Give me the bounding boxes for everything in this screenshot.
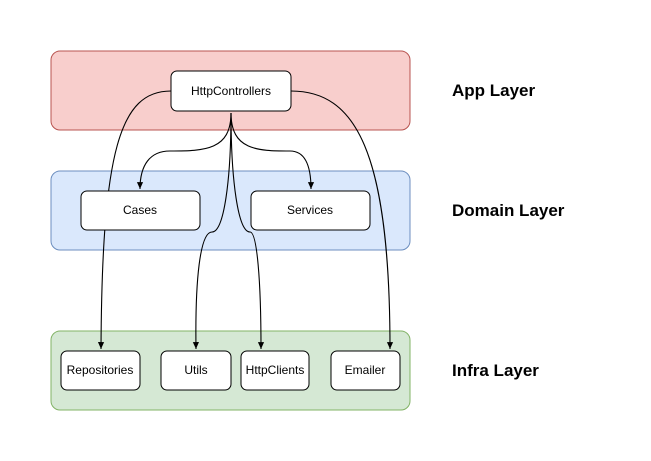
domain-layer-label: Domain Layer (452, 201, 565, 220)
edge-httpcontrollers-httpclients (230, 112, 265, 350)
node-httpclients[interactable]: HttpClients (240, 350, 310, 391)
app-layer-label: App Layer (452, 81, 536, 100)
emailer-label: Emailer (345, 363, 386, 377)
cases-label: Cases (123, 203, 157, 217)
httpcontrollers-label: HttpControllers (191, 84, 271, 98)
node-cases[interactable]: Cases (80, 190, 201, 231)
edge-httpcontrollers-cases (136, 112, 232, 190)
httpclients-label: HttpClients (246, 363, 305, 377)
node-emailer[interactable]: Emailer (330, 350, 401, 391)
node-repositories[interactable]: Repositories (60, 350, 141, 391)
node-httpcontrollers[interactable]: HttpControllers (170, 70, 292, 112)
utils-label: Utils (184, 363, 207, 377)
infra-layer-label: Infra Layer (452, 361, 539, 380)
edge-httpcontrollers-emailer (290, 90, 394, 350)
repositories-label: Repositories (67, 363, 134, 377)
edge-httpcontrollers-services (230, 112, 315, 190)
node-services[interactable]: Services (250, 190, 371, 231)
edges (97, 90, 394, 350)
node-utils[interactable]: Utils (160, 350, 232, 391)
edge-httpcontrollers-utils (192, 112, 232, 350)
edge-httpcontrollers-repositories (97, 90, 172, 350)
services-label: Services (287, 203, 333, 217)
